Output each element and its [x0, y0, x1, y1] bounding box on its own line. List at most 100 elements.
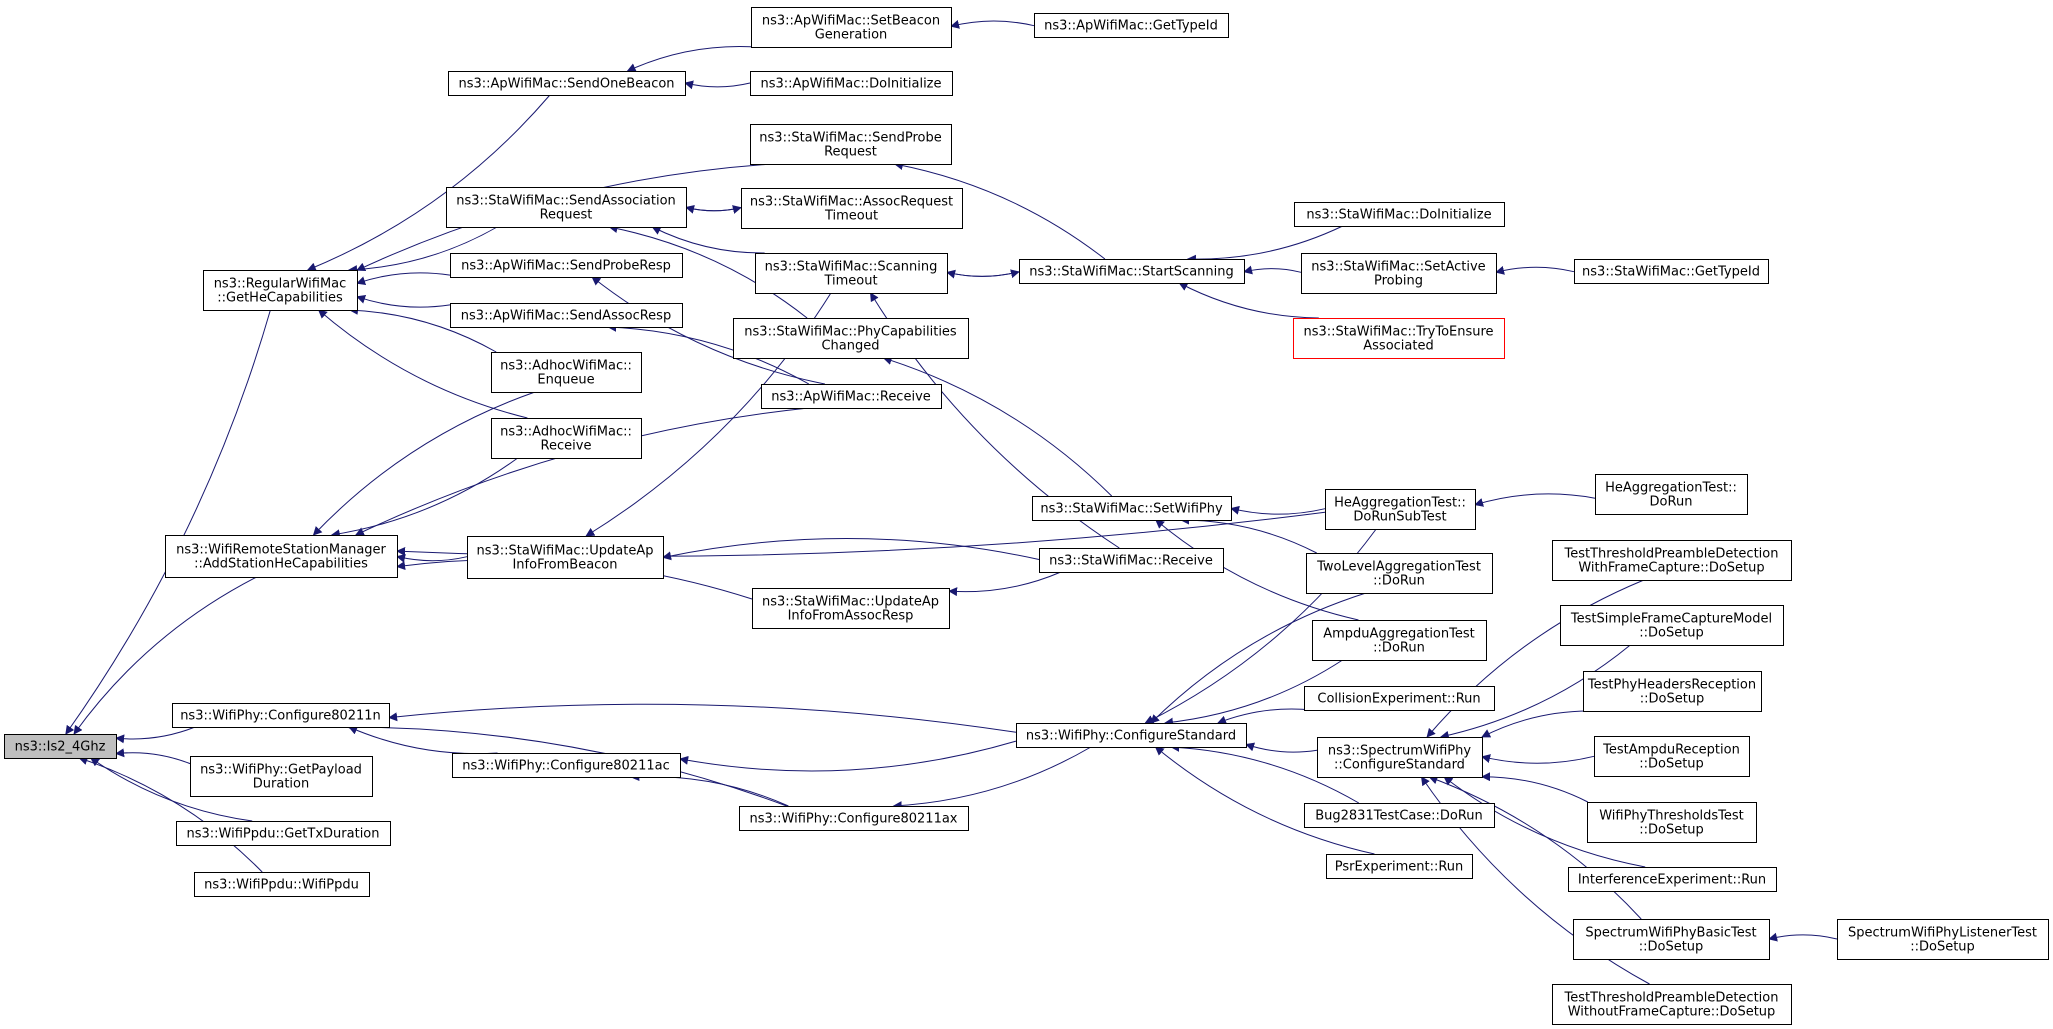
edge-collision_run-to-phy_confstd — [1217, 708, 1313, 725]
edge-regular_gethe-to-is2_4ghz — [65, 309, 271, 735]
node-sta_setwifiphy[interactable]: ns3::StaWifiMac::SetWifiPhy — [1032, 496, 1232, 521]
edge-ap_sendproberesp-to-regular_gethe — [356, 272, 451, 285]
node-label: Request — [540, 208, 593, 223]
node-spec_listener[interactable]: SpectrumWifiPhyListenerTest::DoSetup — [1837, 919, 2049, 960]
node-ap_receive[interactable]: ns3::ApWifiMac::Receive — [761, 384, 942, 409]
node-wrsm_addhe[interactable]: ns3::WifiRemoteStationManager::AddStatio… — [165, 535, 398, 578]
node-box — [1293, 318, 1505, 359]
edge-spec_confstd-to-phy_confstd — [1245, 742, 1318, 753]
node-box — [172, 703, 390, 728]
node-label: InfoFromAssocResp — [788, 609, 914, 624]
node-tt_withoutcap[interactable]: TestThresholdPreambleDetectionWithoutFra… — [1552, 984, 1792, 1025]
node-label: ns3::AdhocWifiMac:: — [500, 425, 632, 440]
node-label: ns3::ApWifiMac::Receive — [771, 390, 931, 405]
node-psr_run[interactable]: PsrExperiment::Run — [1326, 854, 1473, 879]
node-label: InfoFromBeacon — [512, 558, 617, 573]
node-label: ns3::ApWifiMac::GetTypeId — [1044, 19, 1218, 34]
edge-ampdu_dorun-to-sta_setwifiphy — [1155, 519, 1359, 621]
node-label: ns3::WifiPpdu::WifiPpdu — [204, 878, 359, 893]
node-label: Probing — [1374, 274, 1423, 289]
edge-ampdu_dorun-to-phy_confstd — [1164, 659, 1343, 727]
node-phy_conf_ac[interactable]: ns3::WifiPhy::Configure80211ac — [452, 753, 681, 778]
node-adhoc_receive[interactable]: ns3::AdhocWifiMac::Receive — [491, 418, 642, 459]
node-spec_confstd[interactable]: ns3::SpectrumWifiPhy::ConfigureStandard — [1317, 737, 1483, 778]
node-tt_simplecap[interactable]: TestSimpleFrameCaptureModel::DoSetup — [1560, 605, 1784, 646]
edge-sta_setactive-to-sta_startscan — [1243, 265, 1302, 275]
node-label: ::DoSetup — [1639, 626, 1704, 641]
edge-ap_setbeacongen-to-ap_sendonebeacon — [626, 45, 752, 72]
node-tt_ampdurx[interactable]: TestAmpduReception::DoSetup — [1594, 736, 1750, 777]
node-sta_updateap_assoc[interactable]: ns3::StaWifiMac::UpdateApInfoFromAssocRe… — [752, 588, 950, 629]
node-tt_headers[interactable]: TestPhyHeadersReception::DoSetup — [1583, 671, 1762, 712]
node-phy_conf_n[interactable]: ns3::WifiPhy::Configure80211n — [172, 703, 390, 728]
node-interference_run[interactable]: InterferenceExperiment::Run — [1568, 867, 1777, 892]
edge-ppdu_ctor-to-is2_4ghz — [78, 756, 263, 873]
node-label: ns3::StaWifiMac::SendAssociation — [456, 194, 676, 209]
node-box — [1039, 548, 1224, 573]
edge-phy_conf_ax-to-phy_conf_ac — [630, 772, 789, 807]
node-sta_gettypeid[interactable]: ns3::StaWifiMac::GetTypeId — [1574, 259, 1769, 284]
node-phy_conf_ax[interactable]: ns3::WifiPhy::Configure80211ax — [739, 806, 969, 831]
node-label: ns3::StaWifiMac::AssocRequest — [750, 195, 953, 210]
node-label: ::DoSetup — [1640, 692, 1705, 707]
node-box — [1304, 686, 1495, 711]
node-label: ns3::WifiPhy::ConfigureStandard — [1026, 729, 1236, 744]
node-sta_receive[interactable]: ns3::StaWifiMac::Receive — [1039, 548, 1224, 573]
node-label: ::DoRun — [1373, 641, 1425, 656]
node-heagg_dorunsub[interactable]: HeAggregationTest::DoRunSubTest — [1325, 489, 1476, 530]
edge-adhoc_enqueue-to-wrsm_addhe — [312, 391, 536, 536]
edge-spec_basic-to-spec_confstd — [1428, 775, 1642, 920]
node-spec_basic[interactable]: SpectrumWifiPhyBasicTest::DoSetup — [1573, 919, 1770, 960]
node-ampdu_dorun[interactable]: AmpduAggregationTest::DoRun — [1312, 620, 1487, 661]
node-label: ns3::StaWifiMac::Receive — [1049, 554, 1213, 569]
node-label: DoRun — [1650, 495, 1693, 510]
node-tt_withcap[interactable]: TestThresholdPreambleDetectionWithFrameC… — [1552, 540, 1792, 581]
node-ap_gettypeid[interactable]: ns3::ApWifiMac::GetTypeId — [1034, 13, 1229, 38]
node-box — [1304, 803, 1495, 828]
node-label: TwoLevelAggregationTest — [1316, 560, 1481, 575]
node-box — [448, 71, 686, 96]
node-ap_sendassocresp[interactable]: ns3::ApWifiMac::SendAssocResp — [450, 303, 683, 328]
node-ap_sendonebeacon[interactable]: ns3::ApWifiMac::SendOneBeacon — [448, 71, 686, 96]
node-box — [755, 253, 948, 294]
node-label: Generation — [815, 28, 888, 43]
edge-phy_confstd-to-phy_conf_ac — [679, 740, 1017, 772]
node-twolevel_dorun[interactable]: TwoLevelAggregationTest::DoRun — [1306, 553, 1493, 594]
node-ppdu_ctor[interactable]: ns3::WifiPpdu::WifiPpdu — [194, 872, 370, 897]
node-bug2831_dorun[interactable]: Bug2831TestCase::DoRun — [1304, 803, 1495, 828]
node-label: WithoutFrameCapture::DoSetup — [1568, 1005, 1776, 1020]
node-label: ns3::StaWifiMac::Scanning — [765, 260, 938, 275]
node-sta_doinit[interactable]: ns3::StaWifiMac::DoInitialize — [1294, 202, 1505, 227]
node-box — [750, 71, 953, 96]
node-label: ::DoSetup — [1639, 823, 1704, 838]
node-layer: ns3::Is2_4Ghz ns3::RegularWifiMac::GetHeC… — [4, 7, 2049, 1025]
node-ppdu_gettx[interactable]: ns3::WifiPpdu::GetTxDuration — [176, 821, 391, 846]
node-heagg_dorun[interactable]: HeAggregationTest::DoRun — [1595, 474, 1748, 515]
node-phy_confstd[interactable]: ns3::WifiPhy::ConfigureStandard — [1016, 723, 1247, 748]
node-collision_run[interactable]: CollisionExperiment::Run — [1304, 686, 1495, 711]
node-sta_startscan[interactable]: ns3::StaWifiMac::StartScanning — [1019, 259, 1245, 284]
node-box — [1325, 489, 1476, 530]
node-box — [1587, 802, 1757, 843]
node-adhoc_enqueue[interactable]: ns3::AdhocWifiMac::Enqueue — [491, 352, 642, 393]
node-box — [1595, 474, 1748, 515]
node-tt_thresholds[interactable]: WifiPhyThresholdsTest::DoSetup — [1587, 802, 1757, 843]
node-box — [1326, 854, 1473, 879]
node-regular_gethe[interactable]: ns3::RegularWifiMac::GetHeCapabilities — [203, 270, 358, 311]
node-label: ns3::AdhocWifiMac:: — [500, 359, 632, 374]
node-ap_sendproberesp[interactable]: ns3::ApWifiMac::SendProbeResp — [450, 253, 683, 278]
node-ap_doinit[interactable]: ns3::ApWifiMac::DoInitialize — [750, 71, 953, 96]
node-is2_4ghz[interactable]: ns3::Is2_4Ghz — [4, 734, 117, 759]
node-label: Timeout — [823, 274, 877, 289]
